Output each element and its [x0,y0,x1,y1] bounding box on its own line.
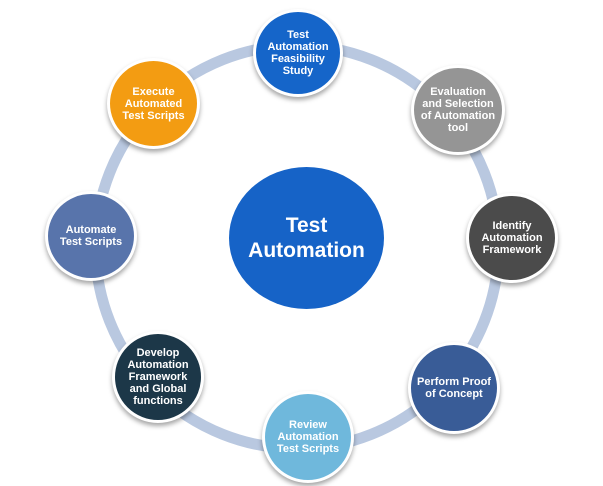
step-identify-framework: Identify Automation Framework [466,193,558,283]
step-feasibility-study: Test Automation Feasibility Study [253,9,343,97]
step-automate-scripts: Automate Test Scripts [45,191,137,281]
center-label: Test Automation [248,214,365,262]
step-tool-evaluation: Evaluation and Selection of Automation t… [411,65,505,155]
step-label: Identify Automation Framework [481,220,543,256]
step-label: Automate Test Scripts [59,224,123,248]
step-execute-scripts: Execute Automated Test Scripts [107,58,200,149]
step-label: Evaluation and Selection of Automation t… [420,86,496,134]
step-label: Test Automation Feasibility Study [267,29,329,77]
center-node: Test Automation [229,167,384,309]
step-review-scripts: Review Automation Test Scripts [262,391,354,483]
step-label: Perform Proof of Concept [417,376,491,400]
step-develop-framework: Develop Automation Framework and Global … [112,331,204,423]
step-proof-of-concept: Perform Proof of Concept [408,342,500,434]
step-label: Develop Automation Framework and Global … [127,347,189,407]
step-label: Review Automation Test Scripts [276,419,340,455]
step-label: Execute Automated Test Scripts [122,85,185,122]
